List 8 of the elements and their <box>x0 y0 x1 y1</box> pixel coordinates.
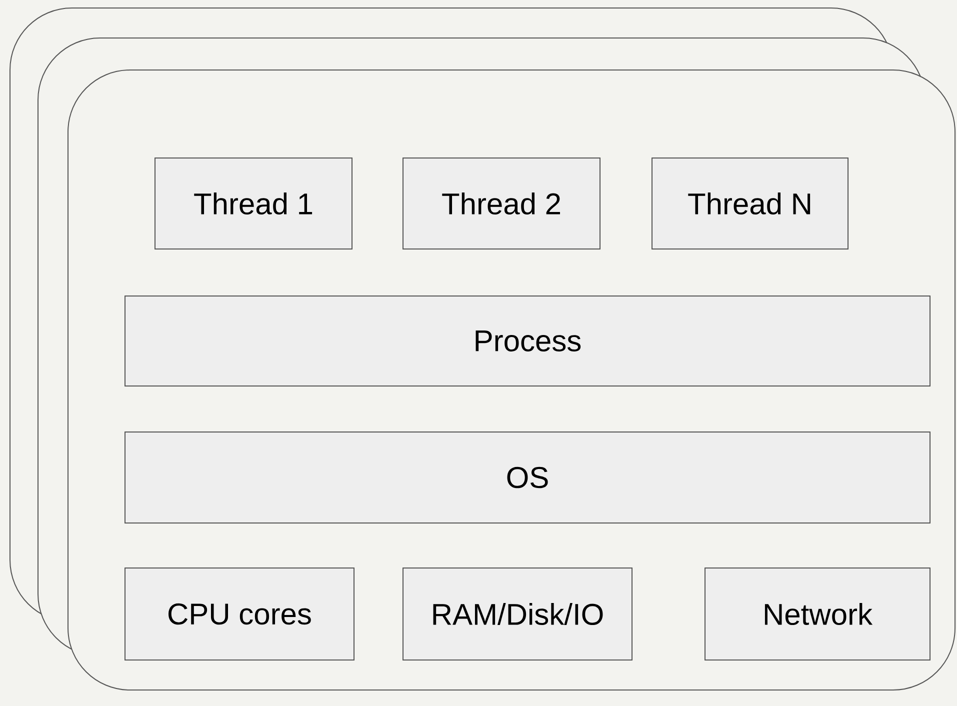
component-box: RAM/Disk/IO <box>402 568 632 660</box>
component-box: Thread 1 <box>154 158 352 250</box>
component-box: CPU cores <box>124 568 354 660</box>
component-box: Network <box>704 568 931 660</box>
component-box: Thread N <box>652 158 849 250</box>
component-box: Thread 2 <box>402 158 600 250</box>
component-box: Process <box>124 296 931 386</box>
component-box: OS <box>124 432 931 524</box>
